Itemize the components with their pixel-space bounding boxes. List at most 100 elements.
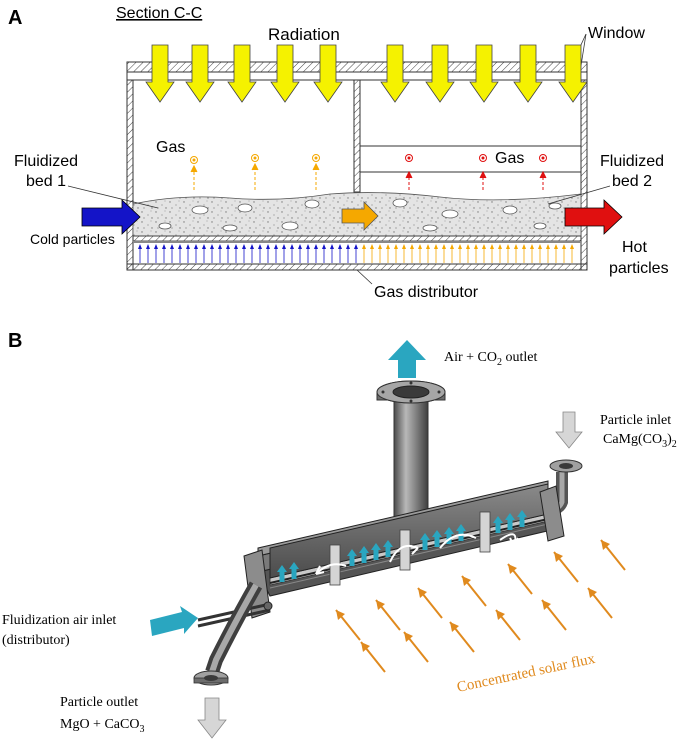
distributor-flow-head [242, 244, 246, 249]
distributor-flow-head [234, 244, 238, 249]
internal-air-arrow-icon [347, 549, 357, 566]
bed1-label-line1: Fluidized [14, 153, 78, 170]
distributor-flow-head [386, 244, 390, 249]
radiation-arrow-icon [185, 44, 215, 103]
distributor-flow-head [426, 244, 430, 249]
air-outlet-arrow-icon [388, 340, 426, 378]
distributor-flow-head [482, 244, 486, 249]
distributor-flow-head [530, 244, 534, 249]
distributor-flow-head [178, 244, 182, 249]
right-wall [580, 79, 588, 271]
gas-label-left: Gas [156, 139, 185, 156]
solar-flux-arrow-icon [508, 564, 517, 574]
distributor-flow-head [506, 244, 510, 249]
distributor-flow-head [194, 244, 198, 249]
particle-outlet-label: Particle outlet [60, 695, 138, 710]
panel-a: A Section C-C Radiation Window [8, 5, 669, 301]
air-outlet-label: Air + CO2 outlet [444, 350, 538, 368]
distributor-flow-head [514, 244, 518, 249]
cold-particle-arrow-icon [81, 199, 141, 235]
radiation-arrow-icon [227, 44, 257, 103]
solar-flux-label: Concentrated solar flux [456, 651, 598, 696]
internal-air-arrow-icon [383, 540, 393, 557]
distributor-flow-head [186, 244, 190, 249]
distributor-flow-head [450, 244, 454, 249]
radiation-arrow-icon [313, 44, 343, 103]
distributor-leader-line [356, 269, 373, 285]
distributor-flow-head [258, 244, 262, 249]
left-wall [126, 79, 134, 271]
particle-outlet-formula: MgO + CaCO3 [60, 717, 144, 735]
internal-air-arrow-icon [517, 510, 527, 527]
distributor-flow-head [378, 244, 382, 249]
distributor-flow-head [402, 244, 406, 249]
bed1-leader-line [67, 185, 159, 209]
radiation-label: Radiation [268, 25, 340, 44]
panel-b-letter: B [8, 330, 22, 352]
distributor-flow-head [458, 244, 462, 249]
distributor-flow-head [282, 244, 286, 249]
particle-inlet-formula: CaMg(CO3)2 [603, 432, 677, 450]
solar-flux-arrows [335, 539, 626, 673]
internal-air-arrow-icon [505, 513, 515, 530]
gas-flow-marker [539, 154, 547, 190]
circulation-arrows [315, 533, 519, 575]
distributor-flow-head [170, 244, 174, 249]
distributor-flow-head [410, 244, 414, 249]
radiation-arrow-icon [145, 44, 175, 103]
particle-outlet-pipe [193, 581, 263, 686]
bed2-label-line1: Fluidized [600, 153, 664, 170]
bottom-wall [126, 263, 588, 271]
internal-air-arrows [277, 510, 527, 582]
internal-air-arrow-icon [371, 543, 381, 560]
panel-a-letter: A [8, 7, 22, 29]
particle-inlet-label: Particle inlet [600, 413, 671, 428]
distributor-arrows [138, 244, 574, 263]
distributor-flow-head [442, 244, 446, 249]
gas-distributor-label: Gas distributor [374, 284, 479, 301]
internal-air-arrow-icon [456, 524, 466, 541]
radiation-arrow-icon [469, 44, 499, 103]
panel-b: B Air + CO2 outlet Particle inlet CaMg(C… [2, 330, 677, 739]
solar-flux-arrow-icon [376, 600, 385, 610]
solar-flux-arrow-icon [462, 576, 471, 586]
distributor-flow-head [218, 244, 222, 249]
distributor-flow-head [498, 244, 502, 249]
solar-flux-arrow-icon [542, 600, 551, 610]
air-inlet-arrow-icon [150, 606, 198, 636]
distributor-flow-head [202, 244, 206, 249]
distributor-flow-head [138, 244, 142, 249]
solar-flux-arrow-icon [418, 588, 427, 598]
hot-particles-label-line2: particles [609, 260, 669, 277]
particle-inlet-arrow-icon [555, 411, 583, 449]
internal-air-arrow-icon [289, 562, 299, 579]
radiation-arrow-icon [513, 44, 543, 103]
radiation-arrow-icon [380, 44, 410, 103]
gas-flow-marker [312, 154, 320, 190]
radiation-arrows [145, 44, 588, 103]
distributor-flow-head [210, 244, 214, 249]
bed2-label-line2: bed 2 [612, 173, 652, 190]
section-label: Section C-C [116, 5, 202, 22]
cold-particles-label: Cold particles [30, 231, 115, 247]
distributor-flow-head [466, 244, 470, 249]
distributor-flow-head [298, 244, 302, 249]
distributor-flow-head [490, 244, 494, 249]
internal-air-arrow-icon [359, 546, 369, 563]
internal-air-arrow-icon [493, 516, 503, 533]
gas-flow-marker [190, 156, 198, 190]
distributor-flow-head [322, 244, 326, 249]
solar-flux-arrow-icon [601, 540, 610, 550]
solar-flux-arrow-icon [450, 622, 459, 632]
outlet-pipe [376, 380, 446, 529]
distributor-flow-head [562, 244, 566, 249]
gas-flow-left [190, 154, 320, 190]
solar-flux-arrow-icon [361, 642, 370, 652]
bed1-label-line2: bed 1 [26, 173, 66, 190]
distributor-flow-head [314, 244, 318, 249]
internal-air-arrow-icon [277, 565, 287, 582]
distributor-flow-head [362, 244, 366, 249]
solar-flux-arrow-icon [496, 610, 505, 620]
fluidization-inlet-sub: (distributor) [2, 633, 70, 648]
